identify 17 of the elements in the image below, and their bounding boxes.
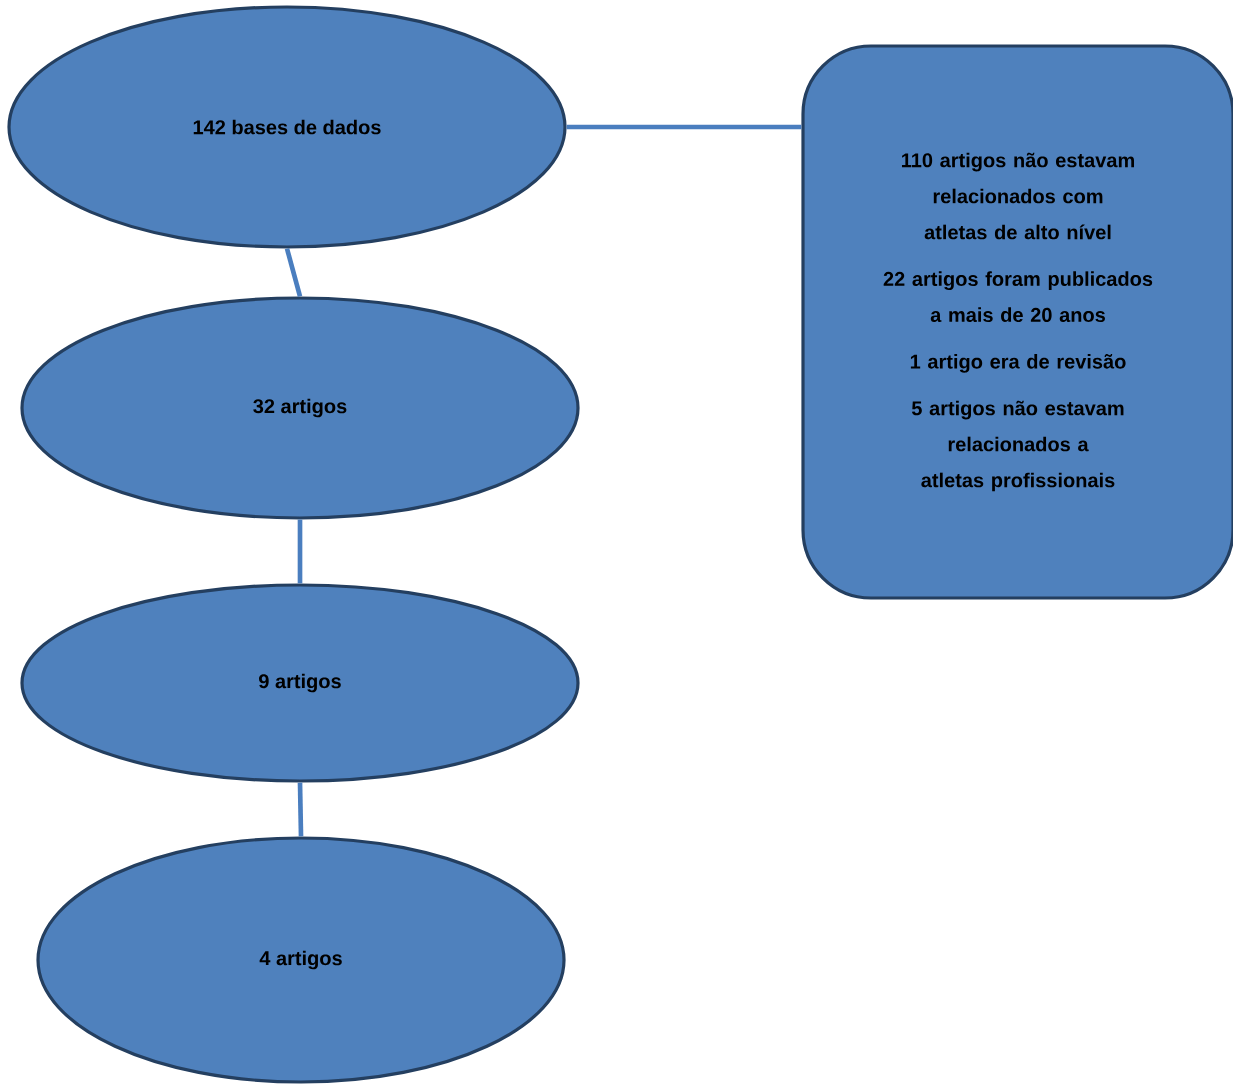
connector-line bbox=[297, 519, 303, 584]
ellipse-node bbox=[20, 583, 580, 783]
rounded-box bbox=[801, 44, 1233, 600]
connector-line bbox=[566, 124, 802, 130]
node-text: 1 artigo era de revisão bbox=[910, 354, 1126, 373]
node-text: 5 artigos não estavam relacionados a atletas profissionais bbox=[911, 400, 1124, 492]
ellipse-node bbox=[36, 836, 566, 1084]
ellipse-node bbox=[7, 5, 567, 249]
connector-line bbox=[297, 782, 304, 837]
node-text: 142 bases de dados bbox=[193, 119, 381, 135]
node-text: 110 artigos não estavam relacionados com atletas de alto nível bbox=[902, 152, 1134, 240]
ellipse-node bbox=[20, 296, 580, 520]
node-text: 22 artigos foram publicados a mais de 20 anos bbox=[883, 271, 1153, 322]
node-text: 32 artigos bbox=[253, 398, 347, 418]
connector-line bbox=[284, 248, 303, 297]
node-text: 4 artigos bbox=[259, 950, 342, 970]
node-text: 9 artigos bbox=[259, 673, 341, 693]
